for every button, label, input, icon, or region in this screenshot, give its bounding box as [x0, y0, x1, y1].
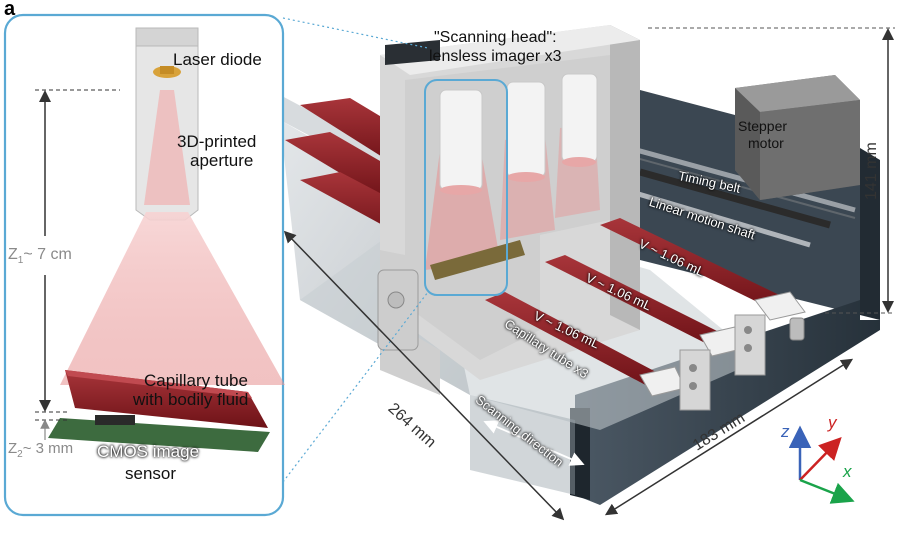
cmos-label-line2: sensor	[125, 464, 177, 483]
x-axis-arrow	[799, 478, 855, 504]
connector-line-top	[282, 17, 429, 49]
capillary-inset-line1: Capillary tube	[144, 371, 248, 390]
z-axis-label: z	[781, 422, 790, 441]
linear-motion-shafts	[599, 137, 856, 248]
stepper-motor-label-line1: Stepper	[738, 118, 788, 134]
panel-label: a	[4, 0, 16, 20]
stepper-motor	[735, 75, 860, 200]
aperture-label-line1: 3D-printed	[177, 132, 257, 151]
y-axis-label: y	[828, 413, 837, 432]
cmos-label-line1: CMOS image	[97, 442, 200, 461]
stepper-motor-label-line2: motor	[748, 135, 784, 151]
y-axis-arrow	[799, 437, 842, 481]
z2-label: Z2~ 3 mm	[8, 440, 74, 460]
axis-triad	[788, 425, 855, 504]
inset-panel	[3, 13, 285, 517]
x-axis-label: x	[843, 462, 852, 481]
aperture-label-line2: aperture	[190, 151, 254, 170]
scanning-head-label-line2: lensless imager x3	[429, 48, 562, 65]
capillary-inset-line2: with bodily fluid	[133, 390, 249, 409]
scanning-head-label-line1: "Scanning head":	[434, 29, 557, 46]
laser-diode-label: Laser diode	[173, 50, 262, 69]
dimension-lines	[283, 27, 895, 521]
z1-label: Z1~ 7 cm	[8, 246, 72, 267]
dim-height-label: 141 mm	[863, 142, 880, 200]
